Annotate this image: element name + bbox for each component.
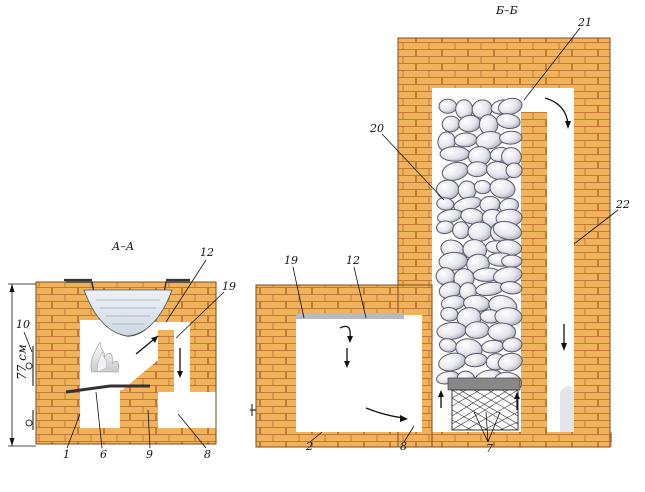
flow-arrowhead-down-1 (344, 361, 350, 368)
water-tank (64, 278, 190, 337)
flow-arrow-top-curve (544, 97, 569, 125)
flow-arrowhead-curl (347, 336, 353, 343)
label-19-right: 19 (284, 254, 298, 267)
flow-arrowhead-up-right (514, 392, 520, 399)
label-7: 7 (486, 442, 493, 455)
stone (439, 338, 458, 353)
lower-channel (296, 315, 422, 432)
section-b-brickwork (255, 37, 612, 448)
label-22: 22 (615, 198, 630, 211)
stone (467, 221, 493, 242)
label-21: 21 (577, 16, 592, 29)
label-12-left: 12 (200, 246, 214, 259)
stone (466, 161, 489, 178)
stone (475, 281, 505, 297)
label-9: 9 (146, 448, 153, 461)
label-6: 6 (100, 448, 107, 461)
stone (502, 337, 523, 353)
door-handles (25, 346, 34, 430)
section-title-a-a: А–А (111, 240, 134, 253)
flow-arrowhead-top-curve (565, 121, 571, 129)
flow-arrowhead-diagonal (151, 336, 158, 343)
flow-arrowhead-down-flue (561, 343, 567, 351)
stone (441, 115, 461, 133)
stone (452, 221, 470, 240)
section-title-b-b: Б–Б (495, 4, 518, 17)
stone (492, 220, 522, 241)
stone (497, 352, 523, 372)
flow-arrow-curl (339, 325, 351, 339)
label-12-right: 12 (346, 254, 360, 267)
label-20: 20 (369, 122, 384, 135)
label-2: 2 (305, 440, 313, 453)
number-labels: 1 6 9 8 10 12 19 2 8 7 19 12 20 21 22 (16, 16, 630, 461)
flow-arrowhead-sweep (400, 415, 408, 422)
grate (65, 384, 150, 394)
leader-lines (23, 27, 619, 449)
stone (489, 178, 516, 199)
outlet-shading (560, 386, 574, 432)
stone (473, 179, 492, 195)
label-10: 10 (16, 318, 30, 331)
height-dimension-label: 77 см (15, 344, 29, 380)
stone (499, 130, 523, 145)
stone (436, 179, 460, 200)
stone (436, 321, 467, 340)
firebox (90, 341, 120, 373)
section-a-a: 77 см А–А (8, 240, 217, 447)
stone (439, 146, 471, 162)
label-8-left: 8 (204, 448, 211, 461)
section-b-b: Б–Б (250, 4, 612, 448)
label-8-right: 8 (400, 440, 407, 453)
label-1: 1 (63, 448, 70, 461)
flow-arrowhead-up-left (438, 390, 444, 397)
heater-stones (435, 97, 523, 393)
stone (453, 132, 478, 148)
dimension-line (8, 283, 36, 447)
right-flue (547, 88, 574, 432)
stone (487, 322, 517, 342)
stone (500, 281, 523, 295)
stone-grate (447, 377, 521, 431)
stone (438, 98, 458, 114)
stone (505, 162, 523, 179)
flow-arrowhead-down-left (177, 371, 183, 378)
cleaning-door (250, 404, 256, 416)
stone (481, 339, 505, 354)
label-19-left: 19 (222, 280, 236, 293)
stone (496, 113, 521, 130)
stone (501, 254, 523, 268)
stone (435, 220, 455, 235)
stone (441, 161, 469, 181)
